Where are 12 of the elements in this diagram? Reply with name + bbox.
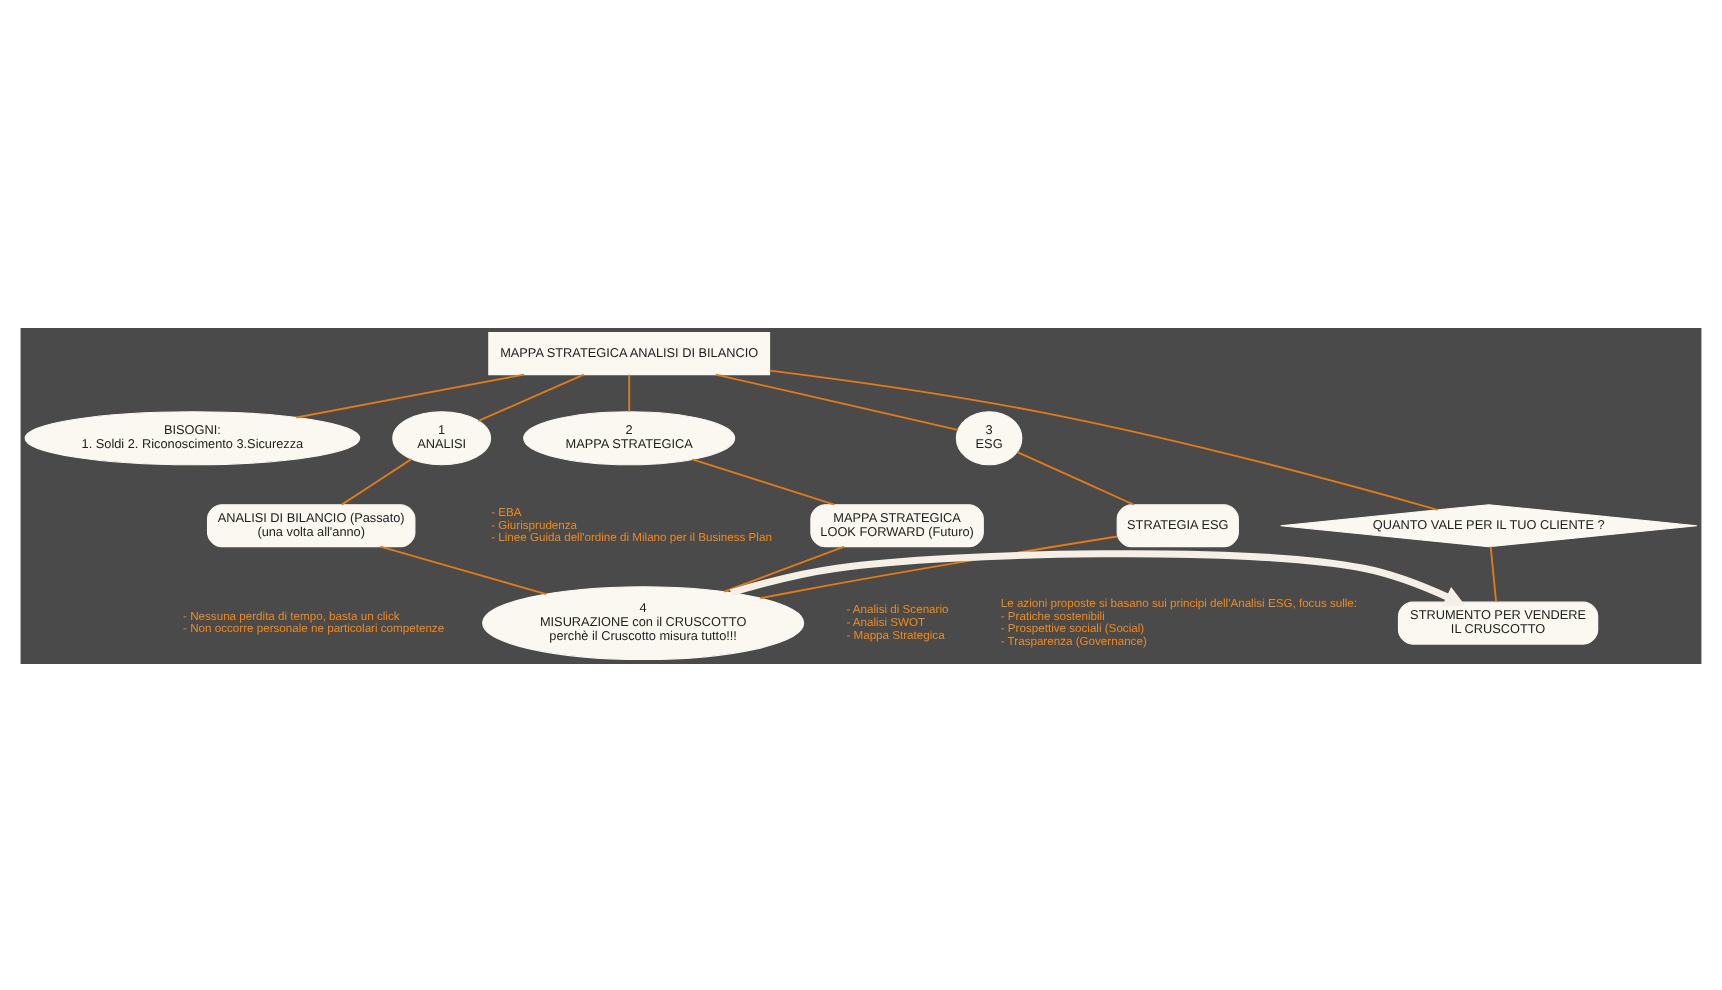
connector [768,368,1439,510]
connector [723,544,846,592]
connector [1489,544,1498,602]
connector [691,457,836,505]
connector [379,544,547,595]
connector [477,372,585,421]
connector [1016,450,1135,505]
connector [714,372,959,430]
connector [295,372,525,418]
connector [340,457,413,505]
connector [628,372,631,412]
arrow [729,549,1465,606]
